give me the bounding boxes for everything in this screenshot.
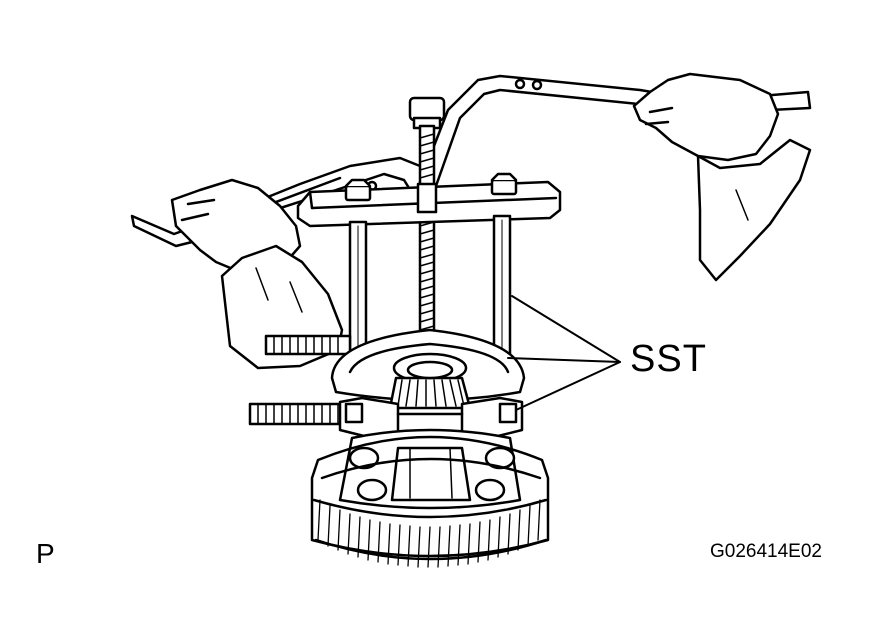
bearing — [388, 360, 472, 410]
right-hand — [632, 72, 812, 282]
upper-side-bolt — [264, 334, 352, 356]
figure-id-label: G026414E02 — [710, 541, 822, 562]
lower-collar — [338, 396, 524, 438]
left-hand — [170, 178, 344, 370]
ring-gear — [310, 435, 550, 568]
lower-side-bolt — [248, 402, 352, 426]
corner-code-label: P — [36, 538, 55, 569]
differential-case — [338, 428, 522, 510]
sst-leader-lines — [507, 295, 621, 411]
sst-callout-label: SST — [630, 338, 707, 380]
